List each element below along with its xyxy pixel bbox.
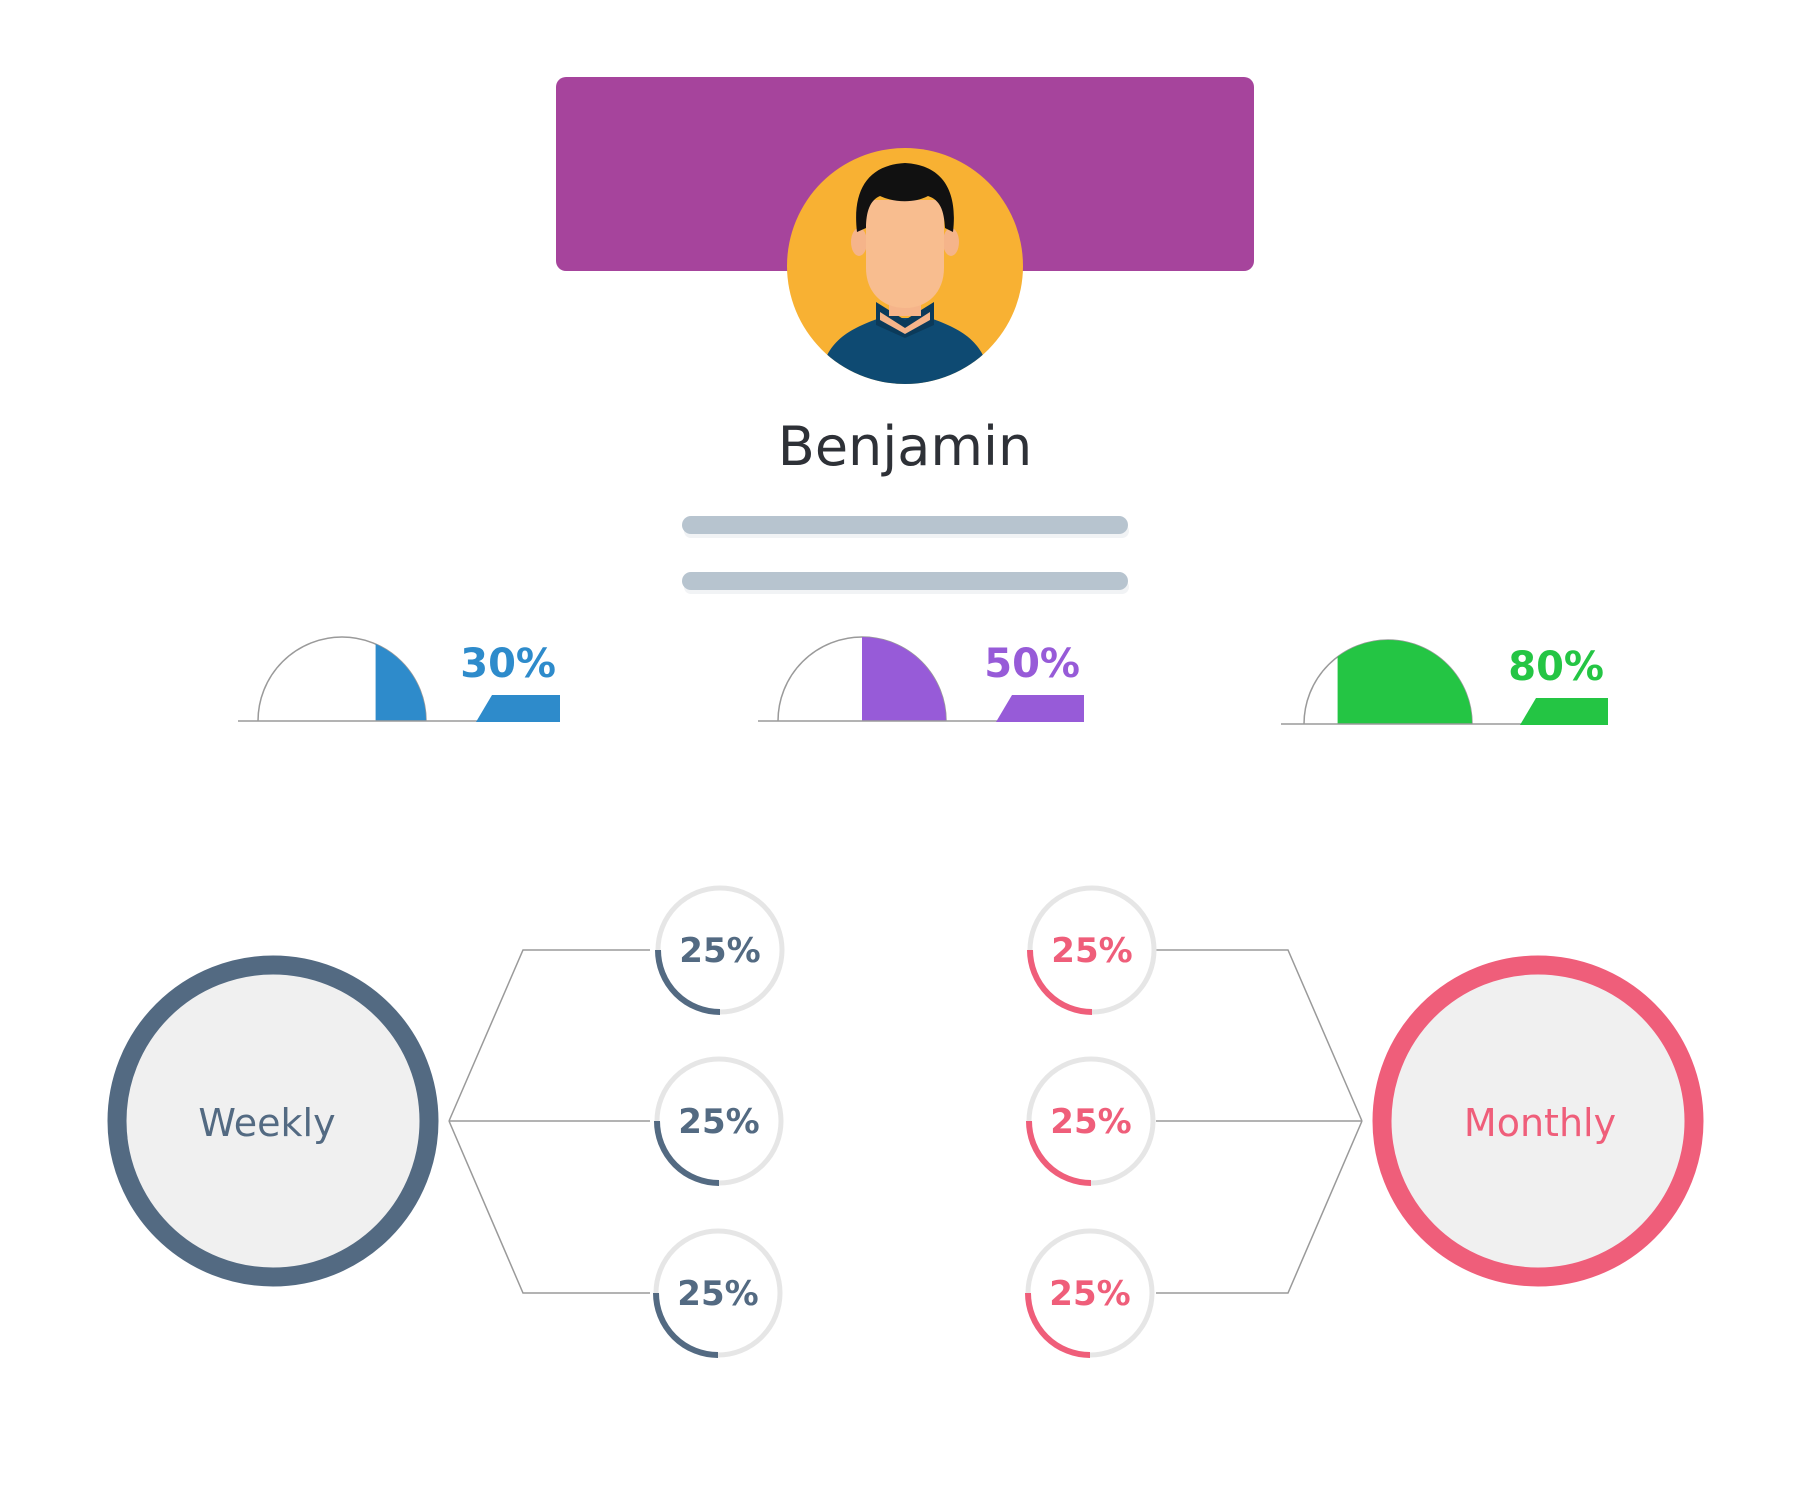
monthly-hub-circle [1372,955,1704,1287]
placeholder-line-2 [682,572,1128,590]
person-icon [820,163,990,384]
weekly-label: Weekly [198,1101,335,1145]
gauge-3: 80% [1281,639,1608,725]
ring-progress-arc [1026,1120,1092,1186]
percent-ring: 25% [1027,885,1157,1015]
ring-percent-label: 25% [1049,1274,1130,1314]
breakdown-diagram: Weekly 25% 25% 25% Monthly 25% 25% 25% [107,885,1704,1358]
gauge-1: 30% [238,636,560,722]
connector-line [448,949,650,1122]
gauge-bar [1520,698,1608,725]
ring-progress-arc [1025,1292,1091,1358]
monthly-connectors [1156,949,1363,1294]
percent-ring: 25% [654,1056,784,1186]
percent-ring: 25% [655,885,785,1015]
connector-line [448,1120,650,1294]
percent-ring: 25% [1026,1056,1156,1186]
weekly-group: Weekly 25% 25% 25% [107,885,785,1358]
gauge-fill [862,637,946,721]
percent-ring: 25% [653,1228,783,1358]
text-placeholder-lines [682,516,1129,594]
weekly-hub-circle [107,955,439,1287]
gauge-fill [1337,640,1472,724]
ring-progress-arc [655,949,721,1015]
ring-percent-label: 25% [679,931,760,971]
weekly-connectors [448,949,650,1294]
placeholder-line-1 [682,516,1128,534]
ring-percent-label: 25% [678,1102,759,1142]
monthly-group: Monthly 25% 25% 25% [1025,885,1704,1358]
percent-ring: 25% [1025,1228,1155,1358]
gauge-bar [476,695,560,722]
monthly-label: Monthly [1464,1101,1616,1145]
ring-progress-arc [654,1120,720,1186]
connector-line [1156,949,1363,1122]
gauge-percent-label: 80% [1508,644,1604,690]
progress-gauges: 30% 50% 80% [238,636,1608,725]
ring-percent-label: 25% [677,1274,758,1314]
profile-name: Benjamin [778,415,1032,478]
gauge-percent-label: 30% [460,641,556,687]
avatar [787,148,1023,384]
gauge-percent-label: 50% [984,641,1080,687]
gauge-bar [996,695,1084,722]
gauge-2: 50% [758,636,1084,722]
ring-percent-label: 25% [1050,1102,1131,1142]
gauge-fill [375,644,426,721]
connector-line [1156,1120,1363,1294]
ring-progress-arc [1027,949,1093,1015]
ring-progress-arc [653,1292,719,1358]
ring-percent-label: 25% [1051,931,1132,971]
